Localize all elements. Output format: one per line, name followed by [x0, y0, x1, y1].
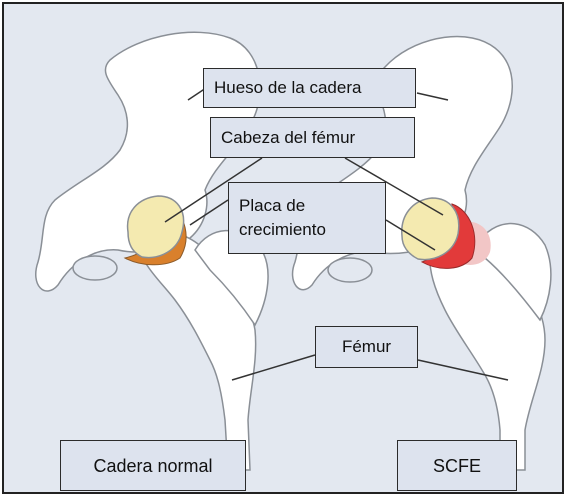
- growth-plate-label: Placa de crecimiento: [228, 182, 386, 254]
- growth-plate-label-line2: crecimiento: [239, 218, 326, 242]
- scfe-caption: SCFE: [397, 440, 517, 491]
- hip-bone-label: Hueso de la cadera: [203, 68, 416, 108]
- femur-label: Fémur: [315, 326, 418, 368]
- femoral-head-label: Cabeza del fémur: [210, 117, 415, 158]
- right-obturator-foramen: [328, 258, 372, 282]
- growth-plate-label-line1: Placa de: [239, 194, 305, 218]
- left-obturator-foramen: [73, 256, 117, 280]
- normal-hip-caption: Cadera normal: [60, 440, 246, 491]
